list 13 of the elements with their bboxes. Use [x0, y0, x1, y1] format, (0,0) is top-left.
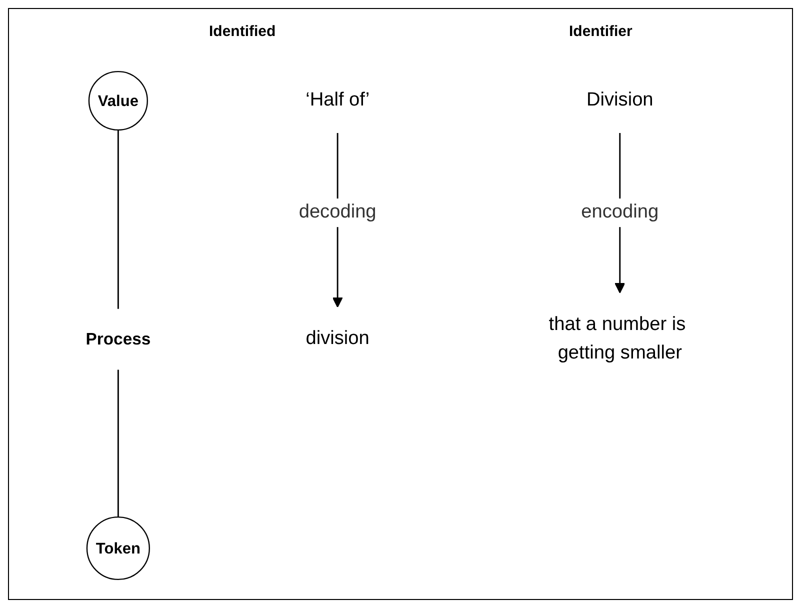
column-heading: Identifier	[569, 23, 632, 40]
node-text: ‘Half of’	[306, 90, 370, 110]
node-circle: Token	[86, 516, 150, 580]
edge-label: decoding	[298, 202, 376, 222]
column-heading: Identified	[209, 23, 276, 40]
node-circle: Value	[88, 70, 148, 131]
node-text: Process	[86, 329, 151, 348]
edge-label: encoding	[581, 202, 659, 222]
connector	[117, 130, 119, 309]
node-text: division	[306, 328, 370, 349]
node-text: that a number is getting smaller	[548, 314, 686, 364]
node-text: Division	[586, 90, 654, 110]
connector	[117, 370, 119, 518]
